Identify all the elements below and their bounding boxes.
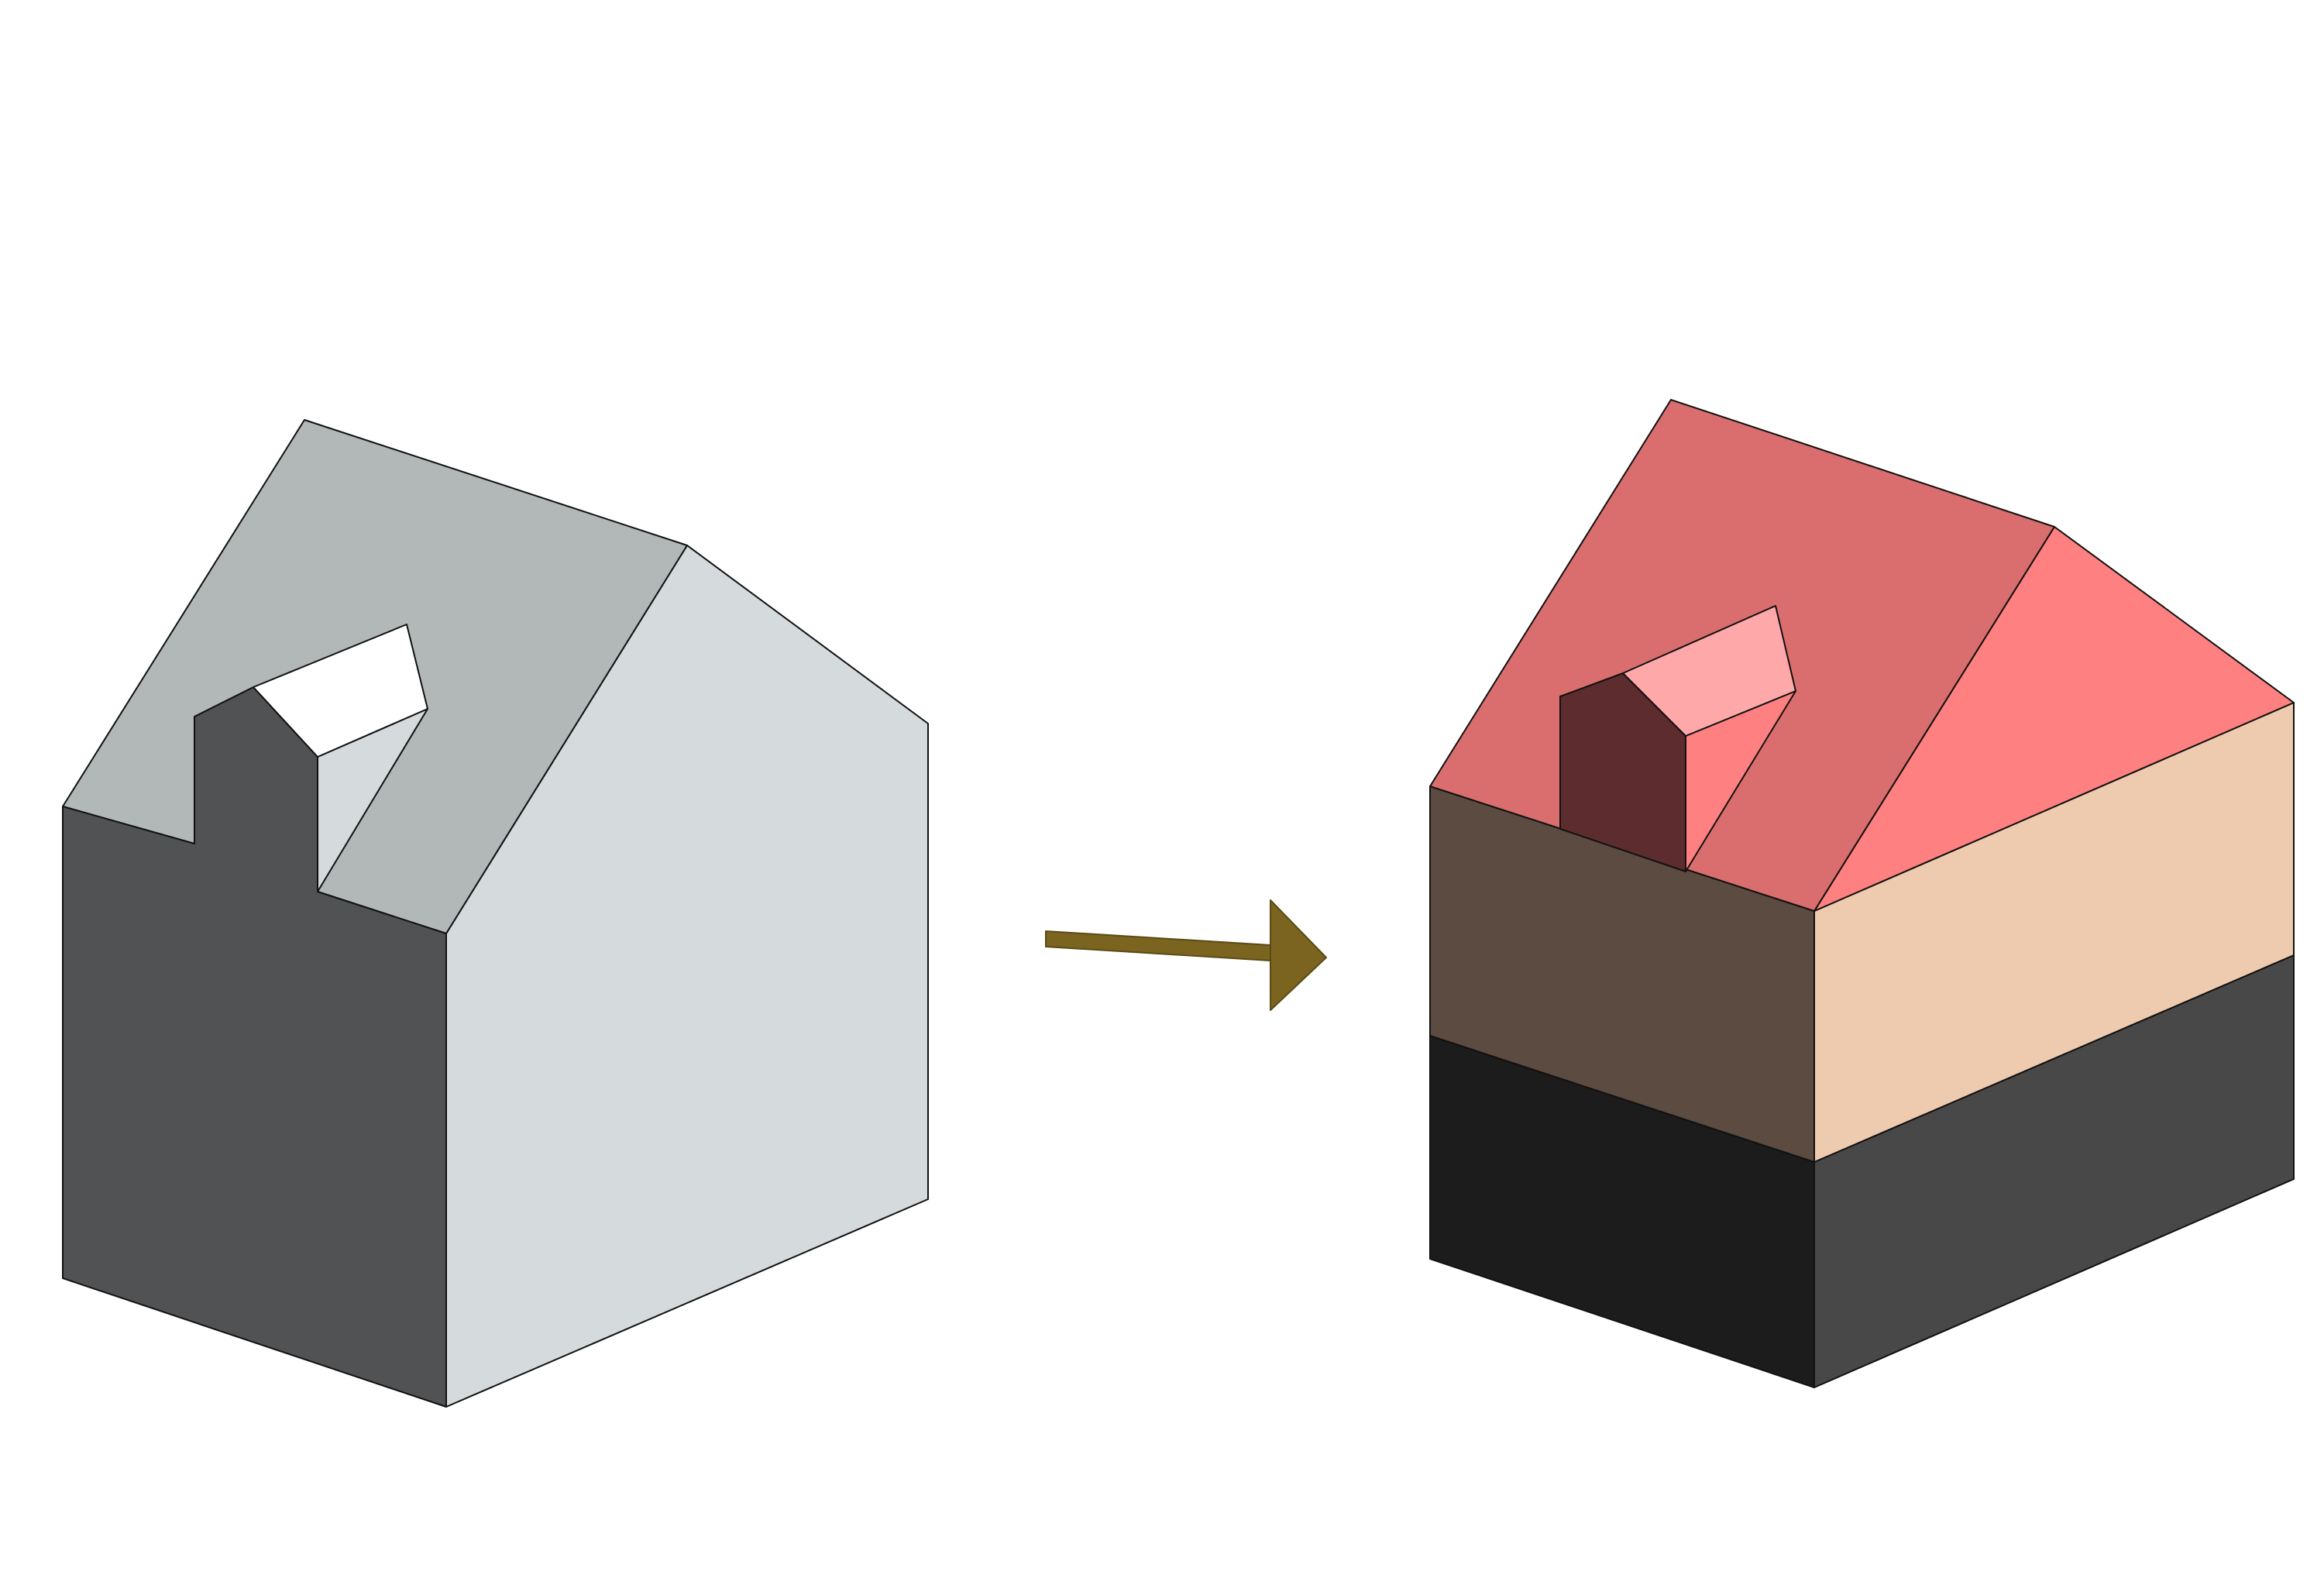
transform-arrow xyxy=(1045,899,1327,1011)
after-dormer-roof xyxy=(1622,605,1796,737)
before-house-model xyxy=(62,419,929,1408)
before-dormer-roof xyxy=(253,624,428,758)
arrow-shaft xyxy=(1045,930,1271,961)
arrow-head xyxy=(1270,899,1327,1011)
after-house-model xyxy=(1429,399,2295,1388)
